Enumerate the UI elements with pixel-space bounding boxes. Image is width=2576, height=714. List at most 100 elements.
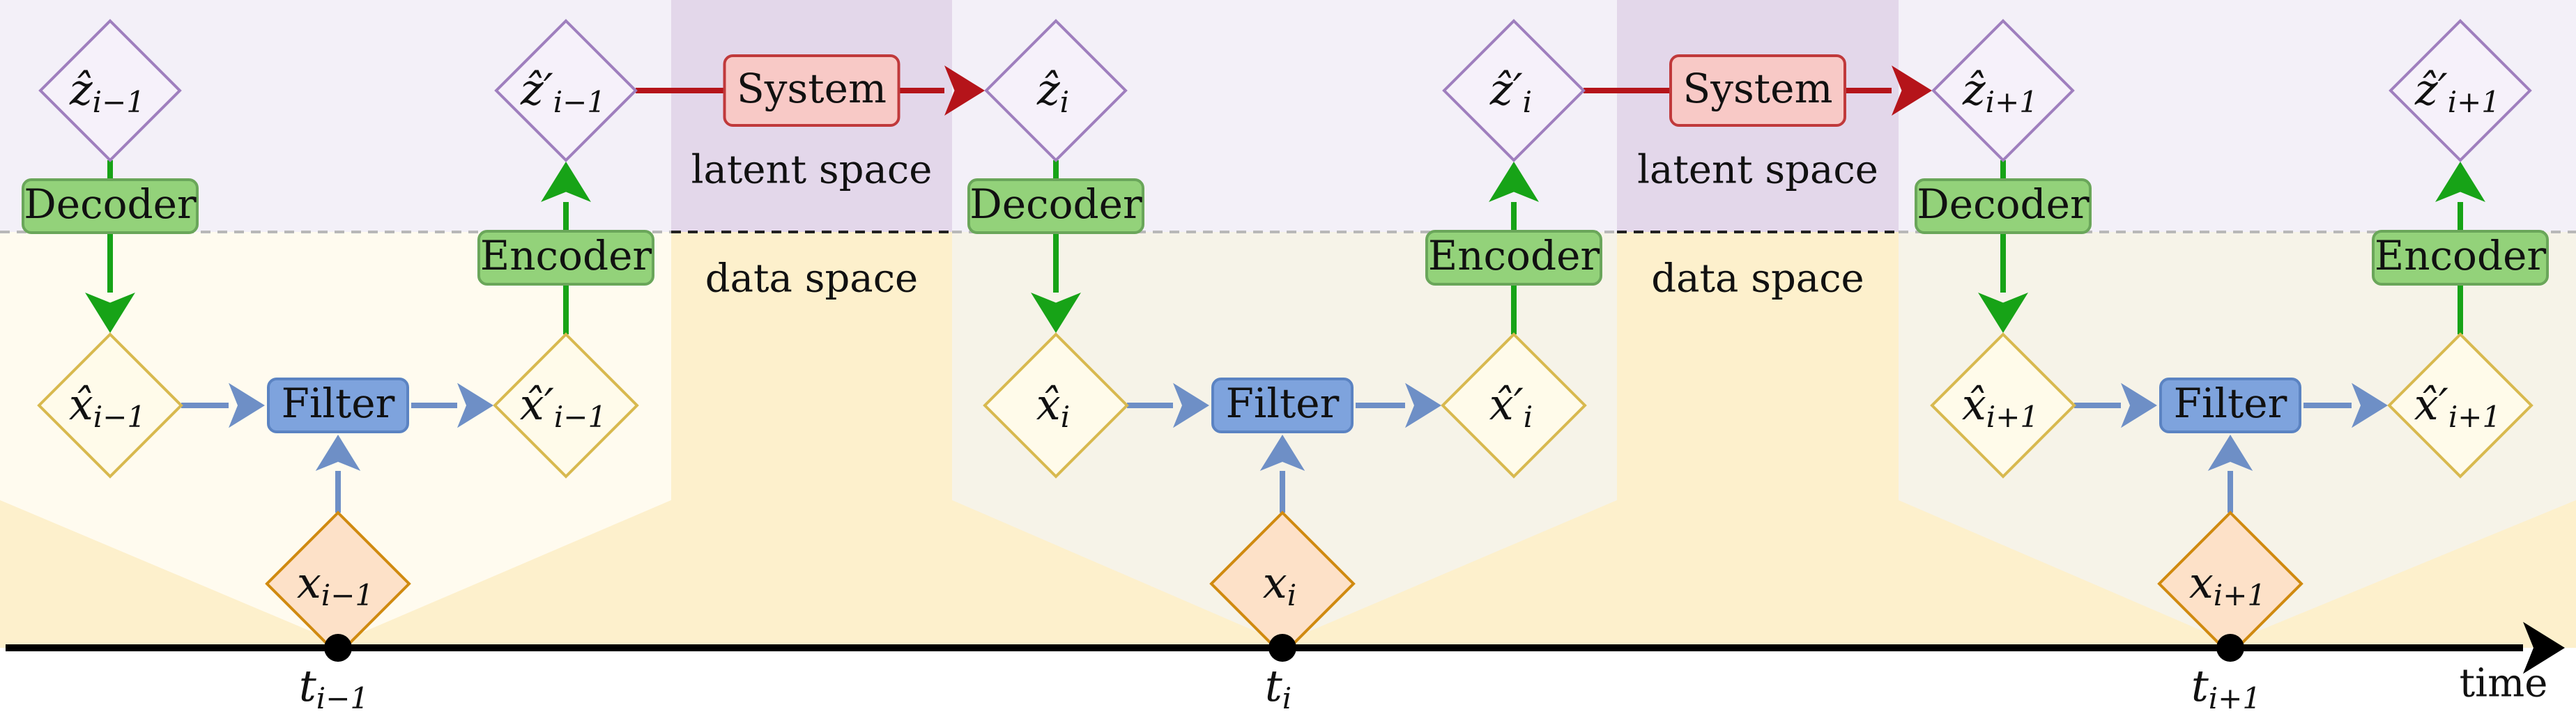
timestamp-label-0: ti−1 — [299, 660, 369, 714]
xhat-to-filter-arrow-0 — [181, 382, 265, 428]
z-hat-prime-node-2-label: ẑ′i+1 — [2414, 64, 2500, 119]
z-hat-node-1-label: ẑi — [1036, 64, 1069, 119]
x-node-1-label: xi — [1263, 557, 1296, 612]
x-node-2: xi+1 — [2157, 511, 2303, 657]
decoder-block-0-box — [22, 178, 199, 234]
timestamp-label-1: ti — [1265, 660, 1291, 714]
x-hat-node-2-label: x̂i+1 — [1962, 379, 2039, 434]
time-axis — [6, 621, 2565, 674]
encoder-block-2: Encoder — [2372, 230, 2549, 286]
z-hat-node-2-shape — [1931, 19, 2075, 162]
nodes: latent space data space latent space data s… — [22, 19, 2549, 657]
latent-space-background — [0, 0, 2576, 232]
encoder-block-1-box — [1425, 230, 1602, 286]
x-hat-prime-node-1: x̂′i — [1441, 332, 1587, 479]
xhat-to-filter-arrow-1 — [1127, 382, 1209, 428]
connectors — [6, 65, 2565, 674]
system-block-0-label: System — [737, 65, 887, 112]
filter-to-xhatprime-arrow-2 — [2303, 382, 2388, 428]
x-hat-node-2-shape — [1930, 332, 2076, 479]
x-hat-prime-node-1-label: x̂′i — [1489, 379, 1533, 434]
x-hat-node-0: x̂i−1 — [37, 332, 183, 479]
x-to-filter-arrow-0 — [315, 435, 361, 513]
system-out-arrow-0 — [898, 65, 985, 116]
decoder-block-2: Decoder — [1915, 178, 2092, 234]
timestamp-dot-0 — [324, 634, 352, 662]
encoder-block-0-box — [477, 230, 654, 286]
filter-block-1: Filter — [1211, 378, 1354, 433]
xhat-to-filter-arrow-2 — [2074, 382, 2157, 428]
data-space-label-1: data space — [1651, 256, 1864, 302]
x-hat-prime-node-0-label: x̂′i−1 — [520, 379, 606, 434]
system-block-1-label: System — [1683, 65, 1833, 112]
z-hat-prime-node-1-shape — [1442, 19, 1586, 162]
x-to-filter-arrow-2 — [2207, 435, 2253, 513]
x-hat-node-1-label: x̂i — [1036, 379, 1070, 434]
z-hat-prime-node-2-shape — [2389, 19, 2532, 162]
decoder-block-2-box — [1915, 178, 2092, 234]
decoder-block-0: Decoder — [22, 178, 199, 234]
timestamp-dot-2 — [2216, 634, 2244, 662]
z-hat-node-2-label: ẑi+1 — [1962, 64, 2038, 119]
filter-block-1-box — [1211, 378, 1354, 433]
z-hat-prime-node-1-label: ẑ′i — [1489, 64, 1532, 119]
z-hat-node-1: ẑi — [984, 19, 1128, 162]
encoder-block-0: Encoder — [477, 230, 654, 286]
filter-to-xhatprime-arrow-1 — [1356, 382, 1441, 428]
filter-block-1-label: Filter — [1226, 380, 1340, 427]
data-space-label-0: data space — [705, 256, 918, 302]
filter-block-0: Filter — [267, 378, 409, 433]
x-hat-node-1: x̂i — [983, 332, 1129, 479]
x-hat-node-1-shape — [983, 332, 1129, 479]
z-hat-prime-node-1: ẑ′i — [1442, 19, 1586, 162]
latent-space-label-0: latent space — [691, 148, 933, 193]
x-node-0: xi−1 — [265, 511, 411, 657]
z-hat-prime-node-0-label: ẑ′i−1 — [520, 64, 606, 119]
latent-space-label-1: latent space — [1637, 148, 1878, 193]
time-axis-label: time — [2460, 661, 2548, 706]
system-block-1: System — [1669, 54, 1846, 127]
filter-block-2-label: Filter — [2174, 380, 2287, 427]
timestamp-dot-1 — [1268, 634, 1296, 662]
filter-block-2-box — [2159, 378, 2301, 433]
filter-block-2: Filter — [2159, 378, 2301, 433]
filter-to-xhatprime-arrow-0 — [411, 382, 493, 428]
x-hat-prime-node-2-shape — [2387, 332, 2533, 479]
x-to-filter-arrow-1 — [1259, 435, 1305, 513]
x-hat-node-0-shape — [37, 332, 183, 479]
encoder-block-2-label: Encoder — [2375, 232, 2547, 279]
encoder-block-1-label: Encoder — [1428, 232, 1600, 279]
z-hat-node-1-shape — [984, 19, 1128, 162]
x-hat-node-0-label: x̂i−1 — [69, 379, 146, 434]
x-hat-prime-node-2: x̂′i+1 — [2387, 332, 2533, 479]
timeline: time ti−1 ti ti+1 — [299, 634, 2547, 714]
decoder-block-0-label: Decoder — [24, 180, 197, 228]
z-hat-prime-node-0-shape — [494, 19, 638, 162]
x-hat-prime-node-0-shape — [493, 332, 639, 479]
z-hat-prime-node-0: ẑ′i−1 — [494, 19, 638, 162]
filter-block-0-label: Filter — [282, 380, 395, 427]
z-hat-node-0-shape — [38, 19, 182, 162]
system-out-arrow-1 — [1845, 65, 1932, 116]
system-block-0: System — [723, 54, 900, 127]
decoder-block-1-box — [967, 178, 1144, 234]
encoder-block-1: Encoder — [1425, 230, 1602, 286]
decoder-block-1: Decoder — [967, 178, 1144, 234]
x-hat-prime-node-2-label: x̂′i+1 — [2414, 379, 2501, 434]
system-block-0-box — [723, 54, 900, 127]
z-hat-node-0: ẑi−1 — [38, 19, 182, 162]
decoder-block-2-label: Decoder — [1917, 180, 2090, 228]
encoder-block-2-box — [2372, 230, 2549, 286]
encoder-block-0-label: Encoder — [480, 232, 652, 279]
x-node-2-label: xi+1 — [2189, 557, 2266, 612]
x-hat-prime-node-1-shape — [1441, 332, 1587, 479]
z-hat-node-0-label: ẑi−1 — [69, 64, 145, 119]
filter-block-0-box — [267, 378, 409, 433]
z-hat-node-2: ẑi+1 — [1931, 19, 2075, 162]
x-node-0-label: xi−1 — [297, 557, 374, 612]
timestamp-label-2: ti+1 — [2191, 660, 2261, 714]
x-hat-prime-node-0: x̂′i−1 — [493, 332, 639, 479]
system-block-1-box — [1669, 54, 1846, 127]
